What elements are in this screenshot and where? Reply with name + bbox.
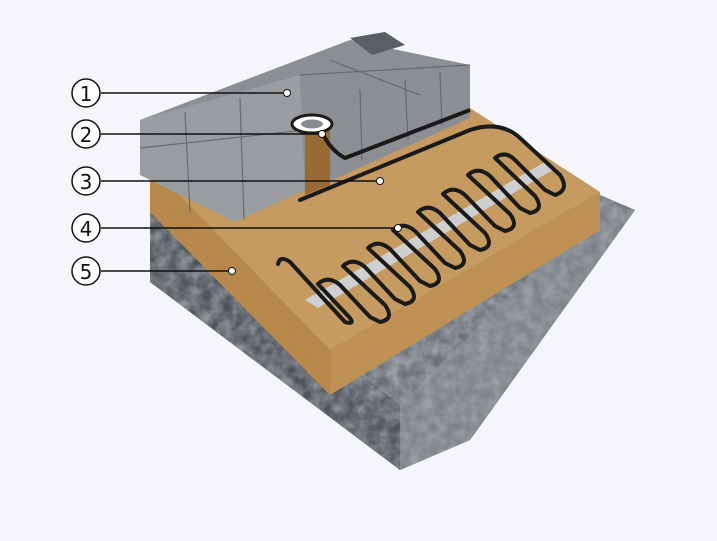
callout-circle-2 — [71, 119, 101, 149]
callout-number-2: 2 — [80, 123, 93, 147]
callout-circle-5 — [71, 256, 101, 286]
callout-number-3: 3 — [80, 170, 93, 194]
callout-target-dot-3 — [376, 177, 384, 185]
callout-circle-4 — [71, 213, 101, 243]
callout-circle-1 — [71, 78, 101, 108]
callout-target-dot-1 — [283, 89, 291, 97]
drain-cable-entry — [290, 108, 471, 195]
callout-number-5: 5 — [80, 260, 93, 284]
callout-number-1: 1 — [80, 82, 93, 106]
callout-target-dot-4 — [394, 224, 402, 232]
callout-target-dot-5 — [228, 267, 236, 275]
callout-circle-3 — [71, 166, 101, 196]
callout-number-4: 4 — [80, 217, 93, 241]
callout-target-dot-2 — [318, 130, 326, 138]
callouts: 1 2 3 4 5 — [71, 78, 402, 286]
heating-cable — [276, 124, 566, 325]
